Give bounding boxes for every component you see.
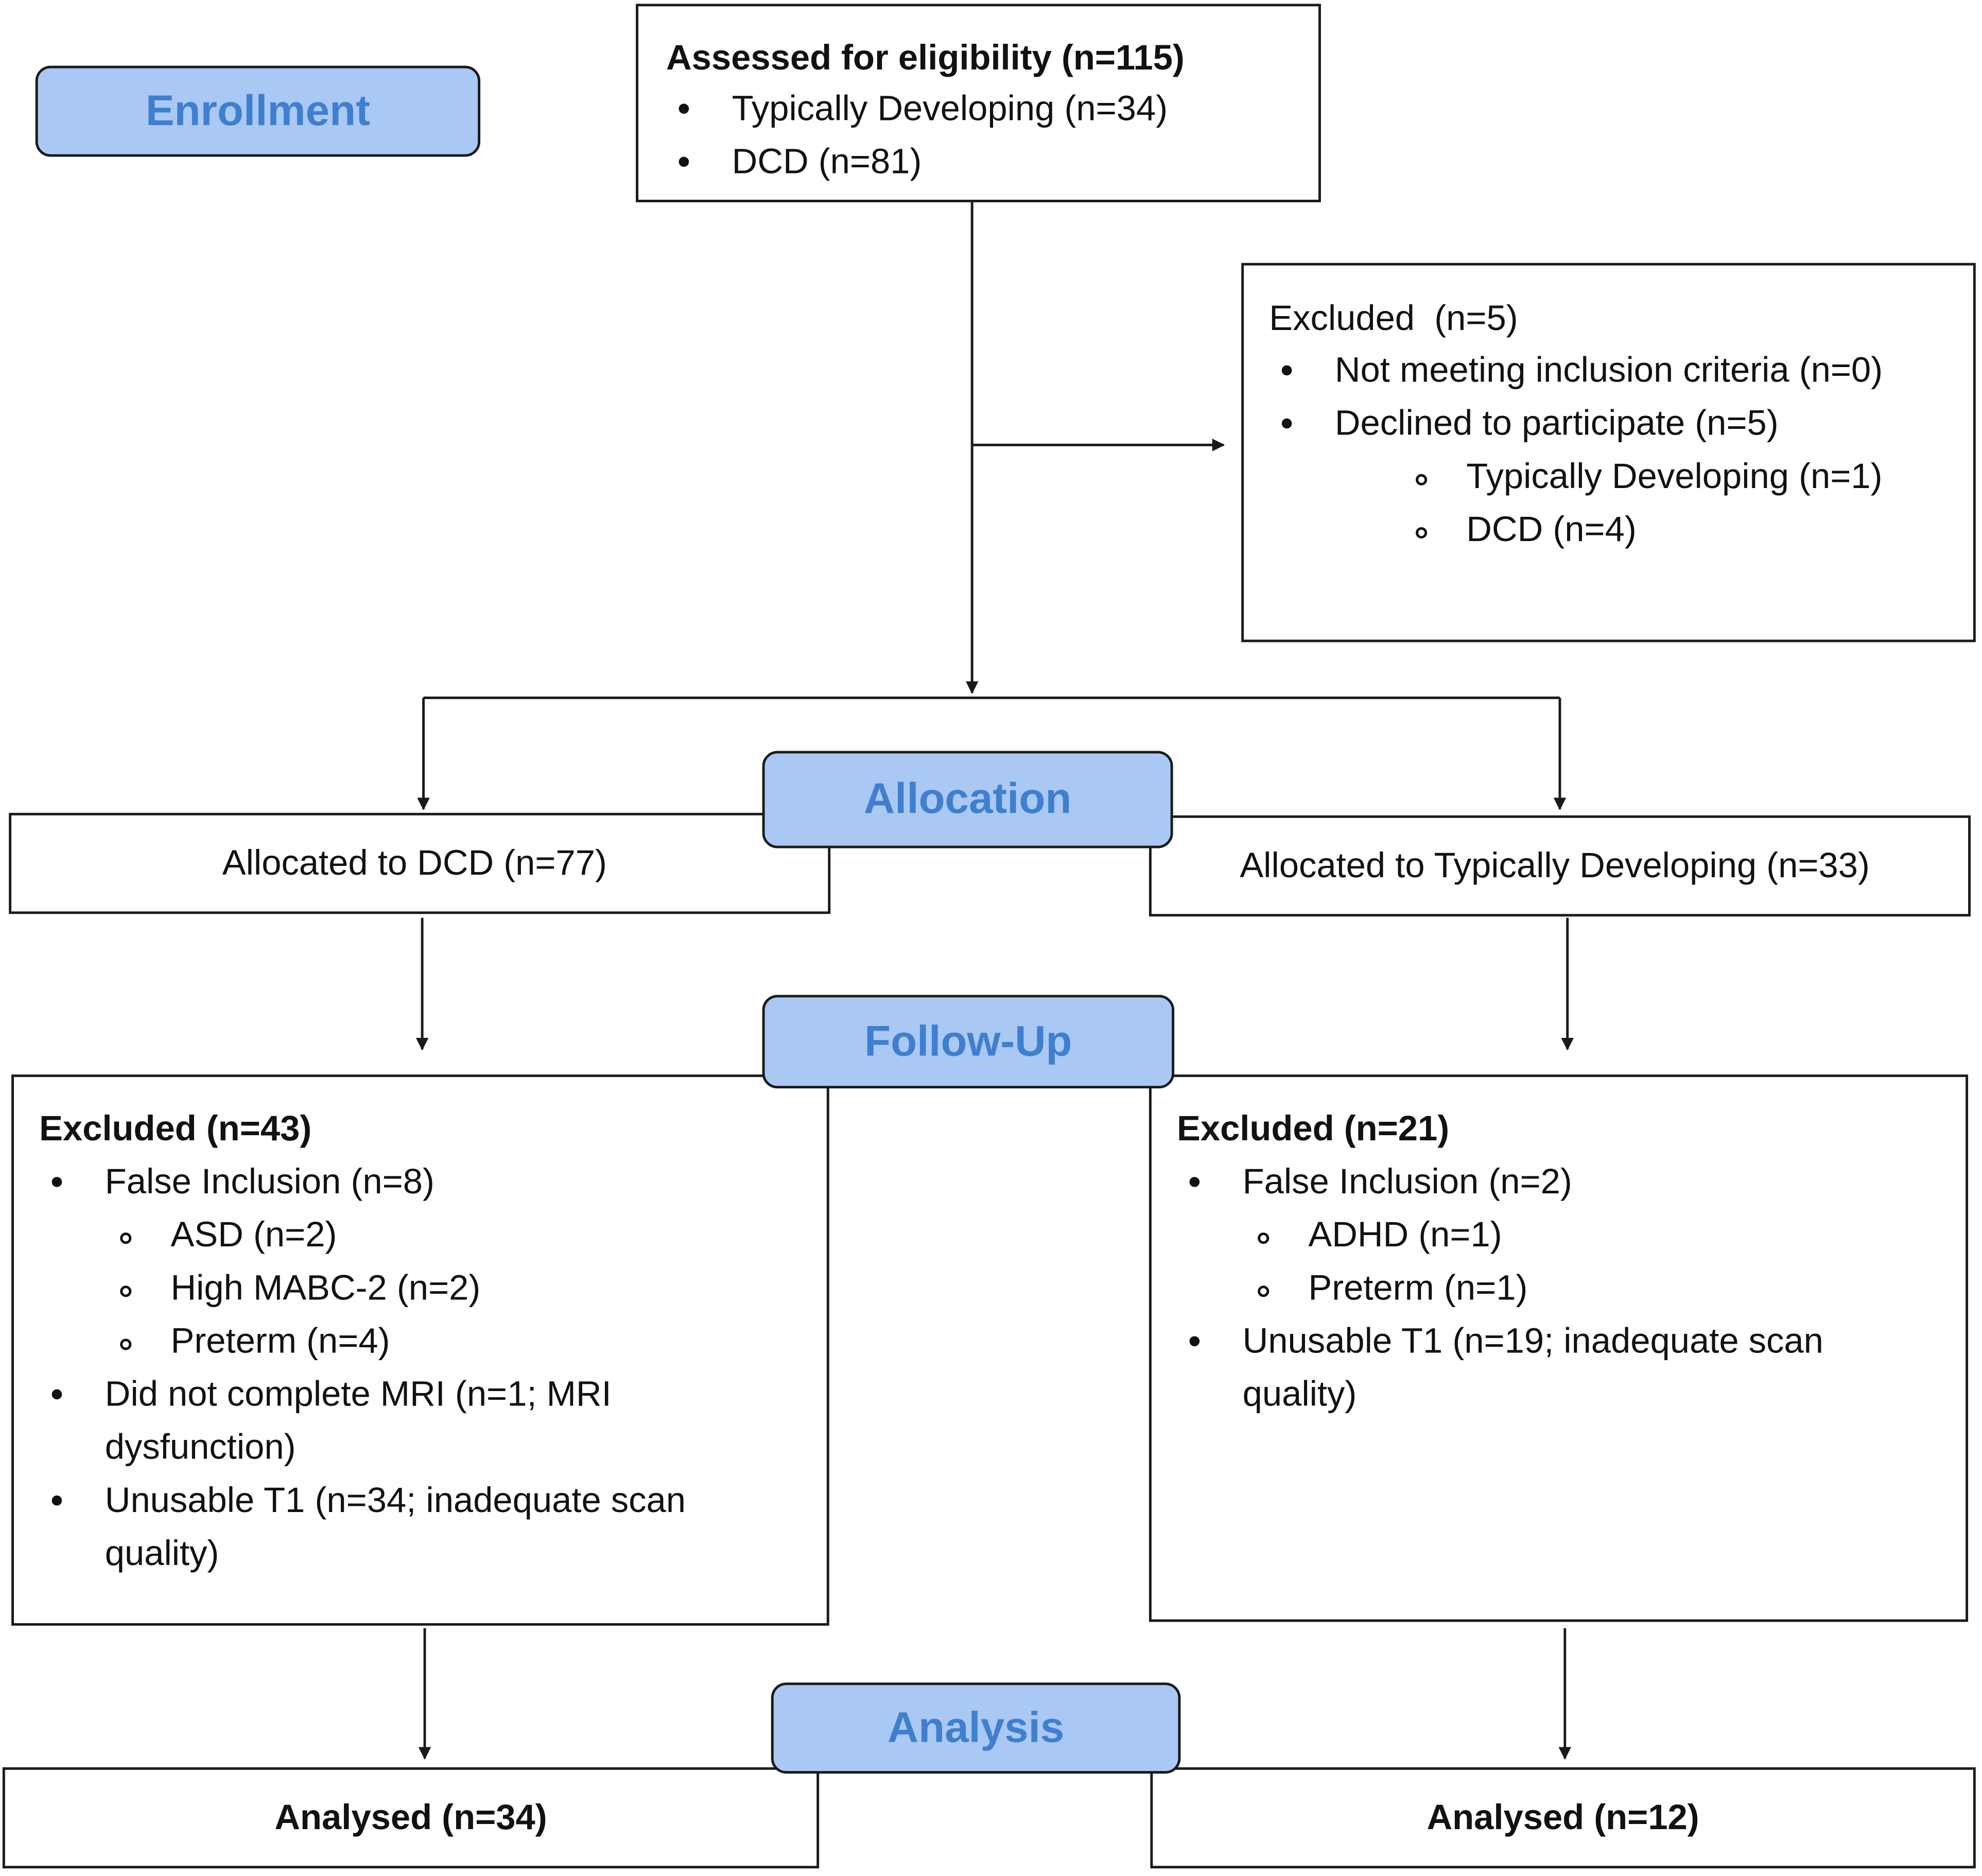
followup-dcd-item-text: Did not complete MRI (n=1; MRI dysfuncti…	[105, 1374, 612, 1467]
followup-td-subitem: Preterm (n=1)	[1243, 1262, 1953, 1315]
followup-td-title: Excluded (n=21)	[1176, 1108, 1450, 1148]
assessed-title: Assessed for eligibility (n=115)	[666, 38, 1185, 77]
assessed-item: DCD (n=81)	[666, 135, 1318, 188]
excluded-enrollment-box: Excluded (n=5) Not meeting inclusion cri…	[1241, 263, 1976, 642]
followup-dcd-item: Did not complete MRI (n=1; MRI dysfuncti…	[39, 1368, 814, 1474]
analysed-td-text: Analysed (n=12)	[1427, 1797, 1699, 1837]
followup-td-box: Excluded (n=21) False Inclusion (n=2) AD…	[1149, 1074, 1969, 1622]
excluded-enrollment-subitem: DCD (n=4)	[1401, 503, 1961, 556]
excluded-enrollment-title: Excluded (n=5)	[1269, 298, 1518, 338]
allocated-dcd-box: Allocated to DCD (n=77)	[9, 812, 831, 914]
stage-label-analysis-text: Analysis	[887, 1703, 1065, 1752]
stage-label-enrollment: Enrollment	[35, 65, 481, 157]
excluded-enrollment-item: Declined to participate (n=5) Typically …	[1269, 397, 1960, 556]
stage-label-analysis: Analysis	[771, 1682, 1181, 1774]
assessed-box: Assessed for eligibility (n=115) Typical…	[636, 4, 1321, 202]
followup-dcd-subitem: Preterm (n=4)	[105, 1315, 814, 1368]
stage-label-enrollment-text: Enrollment	[145, 86, 370, 135]
allocated-dcd-text: Allocated to DCD (n=77)	[222, 843, 607, 882]
followup-dcd-box: Excluded (n=43) False Inclusion (n=8) AS…	[11, 1074, 829, 1626]
followup-td-subitem: ADHD (n=1)	[1243, 1208, 1953, 1261]
followup-dcd-title: Excluded (n=43)	[39, 1108, 312, 1148]
allocated-td-box: Allocated to Typically Developing (n=33)	[1149, 815, 1971, 917]
analysed-dcd-box: Analysed (n=34)	[2, 1767, 820, 1869]
analysed-dcd-text: Analysed (n=34)	[274, 1797, 547, 1837]
stage-label-allocation: Allocation	[762, 751, 1173, 848]
excluded-enrollment-item-text: Not meeting inclusion criteria (n=0)	[1334, 350, 1883, 390]
followup-dcd-item: False Inclusion (n=8) ASD (n=2) High MAB…	[39, 1155, 814, 1368]
stage-label-follow-up: Follow-Up	[762, 995, 1175, 1089]
followup-dcd-subitem: High MABC-2 (n=2)	[105, 1262, 814, 1315]
followup-td-item-text: False Inclusion (n=2)	[1242, 1161, 1572, 1201]
excluded-enrollment-item-text: Declined to participate (n=5)	[1334, 403, 1779, 443]
stage-label-allocation-text: Allocation	[863, 775, 1072, 823]
followup-dcd-item-text: Unusable T1 (n=34; inadequate scan quali…	[105, 1480, 686, 1573]
followup-td-item: False Inclusion (n=2) ADHD (n=1) Preterm…	[1177, 1155, 1953, 1314]
excluded-enrollment-item: Not meeting inclusion criteria (n=0)	[1269, 344, 1960, 397]
followup-dcd-subitem: ASD (n=2)	[105, 1208, 814, 1261]
excluded-enrollment-subitem: Typically Developing (n=1)	[1401, 450, 1961, 503]
analysed-td-box: Analysed (n=12)	[1150, 1767, 1976, 1869]
followup-dcd-item: Unusable T1 (n=34; inadequate scan quali…	[39, 1474, 814, 1580]
followup-td-item: Unusable T1 (n=19; inadequate scan quali…	[1177, 1315, 1953, 1421]
followup-td-item-text: Unusable T1 (n=19; inadequate scan quali…	[1242, 1321, 1823, 1414]
assessed-item: Typically Developing (n=34)	[666, 82, 1318, 135]
stage-label-follow-up-text: Follow-Up	[864, 1017, 1072, 1065]
allocated-td-text: Allocated to Typically Developing (n=33)	[1240, 845, 1870, 885]
followup-dcd-item-text: False Inclusion (n=8)	[105, 1161, 434, 1201]
